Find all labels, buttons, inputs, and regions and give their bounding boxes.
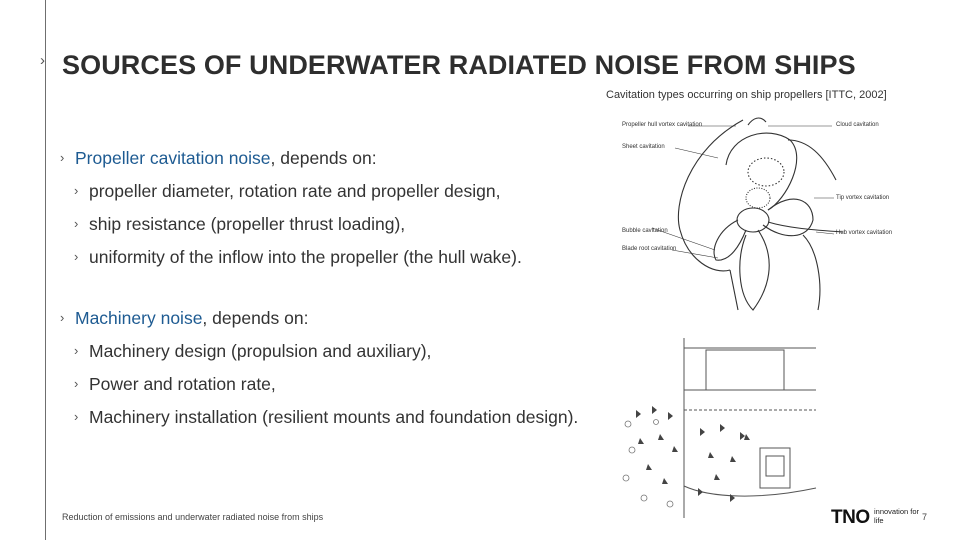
propeller-highlight: Propeller cavitation noise [75,148,271,168]
label-cloud: Cloud cavitation [836,122,879,128]
label-tip-vortex: Tip vortex cavitation [836,195,890,201]
tno-logo: TNO [831,507,870,528]
sub-bullet-text: Machinery installation (resilient mounts… [89,407,579,427]
machinery-noise-figure [620,338,820,518]
label-sheet: Sheet cavitation [622,144,665,150]
figure-caption: Cavitation types occurring on ship prope… [606,89,887,101]
propeller-cavitation-figure: Propeller hull vortex cavitation Sheet c… [618,110,918,320]
sub-bullet: › ship resistance (propeller thrust load… [60,212,600,236]
propeller-drawing [651,117,844,311]
footer-text: Reduction of emissions and underwater ra… [62,512,324,522]
propeller-rest: , depends on: [270,148,377,168]
left-vertical-rule [45,0,46,540]
label-blade-root: Blade root cavitation [622,246,677,252]
sub-bullet-text: propeller diameter, rotation rate and pr… [89,181,501,201]
sub-bullet-text: Power and rotation rate, [89,374,276,394]
label-hull-vortex: Propeller hull vortex cavitation [622,122,703,128]
bullet-chevron-icon: › [60,310,65,325]
sub-bullet-chevron-icon: › [74,409,79,424]
machinery-highlight: Machinery noise [75,308,203,328]
sub-bullet: › Power and rotation rate, [60,372,600,396]
sub-bullet-text: ship resistance (propeller thrust loadin… [89,214,406,234]
sub-bullet: › uniformity of the inflow into the prop… [60,245,550,269]
bullet-machinery: › Machinery noise, depends on: [60,306,600,330]
sub-bullet: › Machinery installation (resilient moun… [60,405,590,429]
sub-bullet-text: uniformity of the inflow into the propel… [89,247,522,267]
sub-bullet: › Machinery design (propulsion and auxil… [60,339,600,363]
machinery-drawing [622,338,817,518]
bullet-chevron-icon: › [60,150,65,165]
sub-bullet-chevron-icon: › [74,376,79,391]
machinery-rest: , depends on: [202,308,309,328]
page-number: 7 [922,512,928,522]
sub-bullet-text: Machinery design (propulsion and auxilia… [89,341,432,361]
title-chevron-icon: › [40,52,45,69]
bullet-propeller: › Propeller cavitation noise, depends on… [60,146,600,170]
sub-bullet-chevron-icon: › [74,249,79,264]
sub-bullet-chevron-icon: › [74,183,79,198]
bullet-list: › Propeller cavitation noise, depends on… [60,146,600,429]
sub-bullet-chevron-icon: › [74,216,79,231]
sub-bullet: › propeller diameter, rotation rate and … [60,179,600,203]
sub-bullet-chevron-icon: › [74,343,79,358]
label-hub-vortex: Hub vortex cavitation [836,230,893,236]
label-bubble: Bubble cavitation [622,228,668,234]
slide-title: SOURCES OF UNDERWATER RADIATED NOISE FRO… [62,50,856,80]
tno-tagline: innovation for life [874,507,920,525]
